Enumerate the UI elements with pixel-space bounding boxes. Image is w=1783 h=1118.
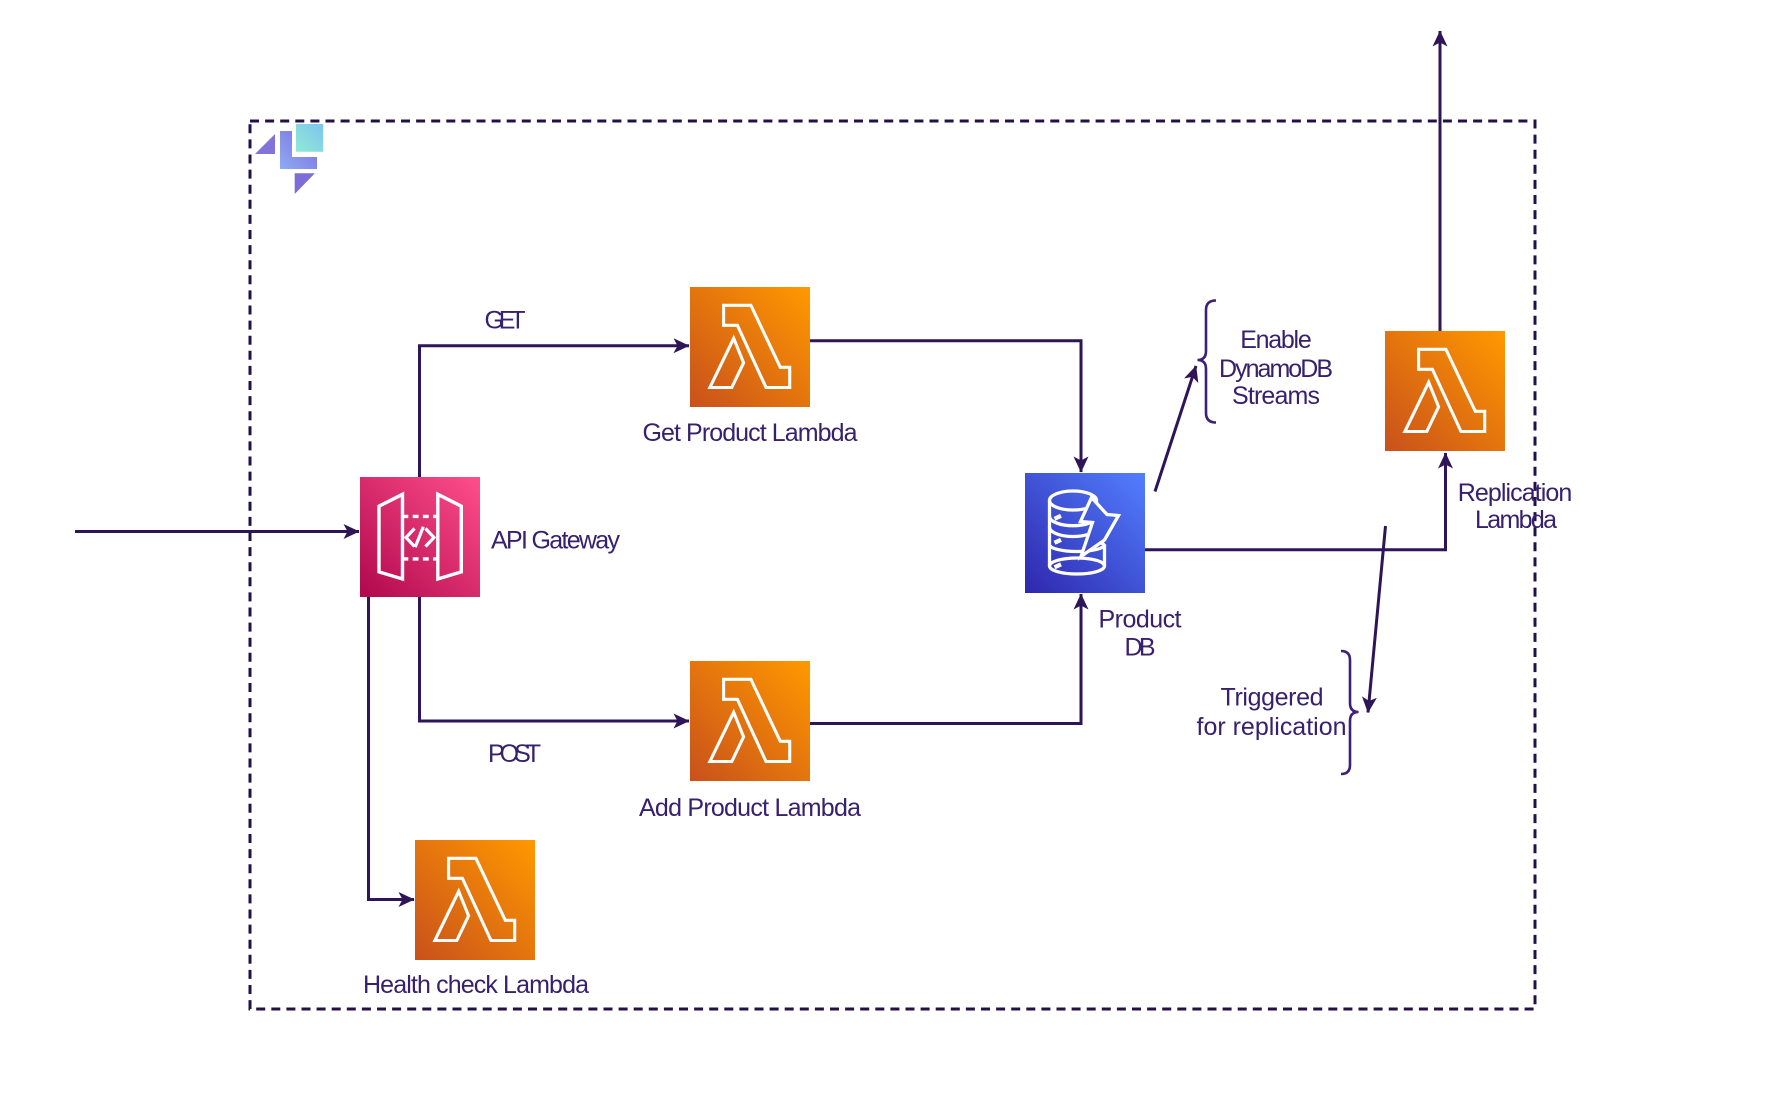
svg-text:Health check Lambda: Health check Lambda: [363, 971, 589, 999]
svg-text:DynamoDB: DynamoDB: [1219, 355, 1333, 383]
svg-text:Streams: Streams: [1232, 382, 1320, 410]
svg-text:POST: POST: [488, 740, 541, 768]
svg-text:GET: GET: [485, 307, 526, 335]
svg-text:Lambda: Lambda: [1475, 506, 1557, 534]
svg-text:for replication: for replication: [1197, 713, 1347, 741]
svg-text:API Gateway: API Gateway: [491, 527, 621, 555]
svg-text:Enable: Enable: [1240, 326, 1312, 354]
svg-text:Replication: Replication: [1458, 479, 1573, 507]
svg-text:Product: Product: [1099, 606, 1182, 634]
svg-text:Add Product Lambda: Add Product Lambda: [639, 794, 861, 822]
svg-text:Triggered: Triggered: [1221, 684, 1324, 712]
svg-text:DB: DB: [1125, 634, 1156, 662]
svg-text:Get Product Lambda: Get Product Lambda: [643, 419, 858, 447]
